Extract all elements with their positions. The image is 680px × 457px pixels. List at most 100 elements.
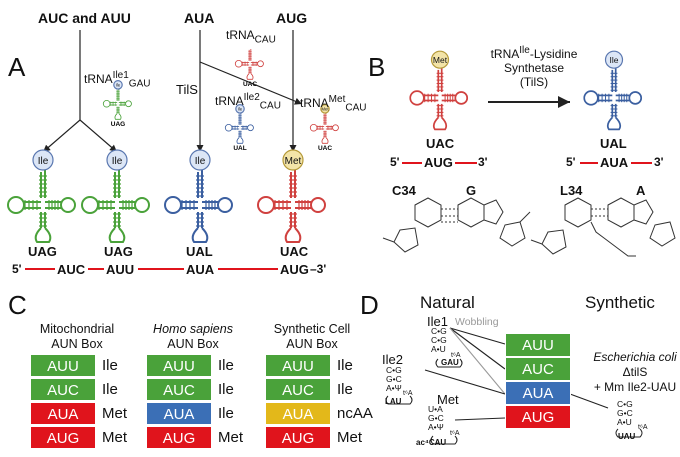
organism-name: Escherichia coli bbox=[593, 350, 677, 364]
trna-b-ile-aa-ball bbox=[604, 50, 624, 69]
panel-c-codon-box: AUC bbox=[30, 378, 96, 401]
b-five-left: 5' bbox=[390, 155, 400, 169]
anticodon-4: UAC bbox=[280, 244, 309, 259]
panel-c-amino-acid: Ile bbox=[218, 405, 234, 422]
anticodon-2: UAG bbox=[104, 244, 133, 259]
mini-trna-1-aa-text: Ile bbox=[116, 83, 121, 88]
mini-anticodon-1: UAG bbox=[111, 121, 125, 128]
met-anticodon: ac⁴CAU bbox=[416, 438, 447, 447]
g-label: G bbox=[466, 183, 477, 198]
trna-b-ile: Ile bbox=[583, 50, 643, 131]
panel-c-letter: C bbox=[8, 290, 27, 320]
panel-d-letter: D bbox=[360, 290, 379, 320]
panel-c-col-3-title: Synthetic Cell bbox=[273, 322, 351, 336]
syn-t6a: t⁶A bbox=[638, 424, 648, 431]
trna-group-a: Ile Ile Ile Met bbox=[7, 149, 326, 243]
a-label: A bbox=[636, 183, 646, 198]
ile1-t6a: t⁶A bbox=[451, 352, 461, 359]
b-codon-left: AUG bbox=[424, 155, 453, 170]
panel-c-col-2-subtitle: AUN Box bbox=[167, 337, 219, 351]
trna-cau-label: tRNACAU bbox=[226, 28, 276, 46]
syn-anticodon: UAU bbox=[618, 432, 636, 441]
b-anticodon-right: UAL bbox=[600, 136, 627, 151]
panel-c-codon-box: AUA bbox=[30, 402, 96, 425]
d-mini-loop-3 bbox=[430, 435, 458, 445]
panel-c-amino-acid: Ile bbox=[218, 357, 234, 374]
ile2-t6a: t⁶A bbox=[403, 390, 413, 397]
synthetic-heading: Synthetic bbox=[585, 293, 655, 312]
codon-group-aua: AUA bbox=[184, 10, 215, 26]
b-five-right: 5' bbox=[566, 155, 576, 169]
trna-a-3-aa-ball bbox=[189, 149, 211, 171]
trna-b-met-aa-ball bbox=[430, 50, 450, 69]
codon-3: AUA bbox=[186, 262, 215, 277]
mini-trna-3-aa-ball bbox=[235, 104, 245, 114]
l34-label: L34 bbox=[560, 183, 583, 198]
ile1-label: Ile1 bbox=[427, 314, 448, 329]
panel-c-amino-acid: Ile bbox=[337, 381, 353, 398]
mini-anticodon-3: UAL bbox=[233, 145, 246, 152]
panel-c-amino-acid: Met bbox=[337, 429, 363, 446]
panel-c-amino-acid: Ile bbox=[102, 381, 118, 398]
panel-c-amino-acid: Met bbox=[218, 429, 244, 446]
mini-trna-1-aa-ball bbox=[113, 80, 123, 90]
panel-c-codon-box: AUA bbox=[265, 402, 331, 425]
five-prime-a: 5' bbox=[12, 262, 22, 276]
b-three-left: 3' bbox=[478, 155, 488, 169]
codon-2: AUU bbox=[106, 262, 135, 277]
panel-c-codon-box: AUG bbox=[265, 426, 331, 449]
mini-trna-3: Ile bbox=[224, 104, 254, 144]
l34-a-structure bbox=[530, 197, 676, 257]
trna-a-4-aa-text: Met bbox=[285, 156, 302, 167]
wobbling-label: Wobbling bbox=[455, 316, 499, 328]
mini-anticodon-2: UAC bbox=[243, 81, 257, 88]
panel-d-codon-box: AUC bbox=[505, 357, 571, 381]
mini-trna-1: Ile bbox=[102, 80, 132, 120]
b-codon-right: AUA bbox=[600, 155, 629, 170]
panel-c-amino-acid: Met bbox=[102, 429, 128, 446]
trna-b-ile-aa-text: Ile bbox=[610, 55, 619, 65]
panel-c-amino-acid: Ile bbox=[337, 357, 353, 374]
tils-label: TilS bbox=[176, 82, 198, 97]
codon-4: AUG bbox=[280, 262, 309, 277]
panel-c-col-1-subtitle: AUN Box bbox=[51, 337, 103, 351]
deletion-label: ΔtilS bbox=[622, 365, 648, 379]
met-t6a: t⁶A bbox=[450, 430, 460, 437]
panel-c-codon-box: AUA bbox=[146, 402, 212, 425]
d-mini-loop-2 bbox=[385, 395, 413, 405]
trna-a-2-aa-text: Ile bbox=[112, 156, 123, 167]
ile1-anticodon: GAU bbox=[441, 358, 459, 367]
b-three-right: 3' bbox=[654, 155, 664, 169]
trna-a-1-aa-text: Ile bbox=[38, 156, 49, 167]
panel-c-amino-acid: Ile bbox=[218, 381, 234, 398]
trna-ile2-label: tRNAIle2CAU bbox=[215, 92, 281, 112]
c34-label: C34 bbox=[392, 183, 416, 198]
ile2-label: Ile2 bbox=[382, 352, 403, 367]
codon-group-aug: AUG bbox=[276, 10, 308, 26]
panel-c-col-2-title: Homo sapiens bbox=[153, 322, 233, 336]
mini-trna-2 bbox=[234, 49, 264, 80]
panel-c-codon-box: AUC bbox=[265, 378, 331, 401]
panel-a-lines bbox=[42, 30, 303, 153]
b-anticodon-left: UAC bbox=[426, 136, 455, 151]
trna-a-2: Ile bbox=[81, 149, 150, 243]
anticodon-1: UAG bbox=[28, 244, 57, 259]
trna-a-3-aa-text: Ile bbox=[195, 156, 206, 167]
panel-c-codon-box: AUU bbox=[265, 354, 331, 377]
three-prime-a: –3' bbox=[310, 262, 327, 276]
mini-trna-4: Met bbox=[309, 104, 339, 144]
d-mini-loop-1 bbox=[435, 358, 463, 368]
natural-heading: Natural bbox=[420, 293, 475, 312]
panel-c-codon-box: AUU bbox=[146, 354, 212, 377]
panel-c-amino-acid: Ile bbox=[102, 357, 118, 374]
d-mini-loop-4 bbox=[615, 428, 643, 438]
anticodon-3: UAL bbox=[186, 244, 213, 259]
